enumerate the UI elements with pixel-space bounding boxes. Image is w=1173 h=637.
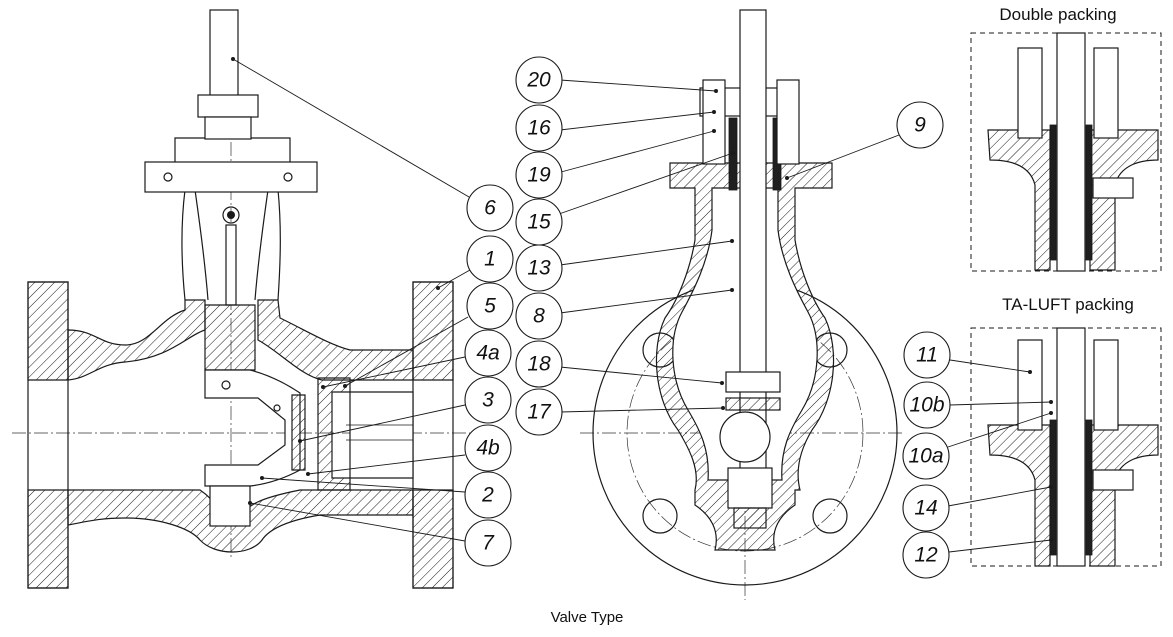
part-label-4a: 4a xyxy=(476,342,499,365)
part-label-10b: 10b xyxy=(909,394,944,417)
callout-4b: 4b xyxy=(464,424,512,472)
part-label-11: 11 xyxy=(916,344,938,367)
part-label-13: 13 xyxy=(527,257,551,280)
callout-15: 15 xyxy=(515,198,563,246)
callout-3: 3 xyxy=(464,376,512,424)
callout-14: 14 xyxy=(902,484,950,532)
part-label-12: 12 xyxy=(914,544,938,567)
leader-lines xyxy=(231,57,1053,553)
part-label-9: 9 xyxy=(914,114,926,137)
part-label-14: 14 xyxy=(914,497,937,520)
part-label-16: 16 xyxy=(527,117,551,140)
ta-luft-packing-detail xyxy=(970,327,1162,567)
ta-luft-packing-title: TA-LUFT packing xyxy=(1002,295,1134,314)
front-section-view xyxy=(580,9,905,600)
part-label-18: 18 xyxy=(527,353,551,376)
part-label-5: 5 xyxy=(484,295,496,318)
callout-13: 13 xyxy=(515,244,563,292)
callout-8: 8 xyxy=(515,292,563,340)
double-packing-title: Double packing xyxy=(999,5,1116,24)
callout-19: 19 xyxy=(515,151,563,199)
callout-4a: 4a xyxy=(464,329,512,377)
callout-7: 7 xyxy=(464,519,512,567)
callout-20: 20 xyxy=(515,56,563,104)
side-section-view xyxy=(12,9,470,589)
callout-10b: 10b xyxy=(903,381,951,429)
callout-9: 9 xyxy=(896,101,944,149)
callout-11: 11 xyxy=(903,331,951,379)
part-label-4b: 4b xyxy=(476,437,500,460)
figure-caption: Valve Type xyxy=(551,609,624,626)
callout-2: 2 xyxy=(464,471,512,519)
part-label-3: 3 xyxy=(482,389,494,412)
part-label-20: 20 xyxy=(526,69,551,92)
double-packing-detail xyxy=(970,32,1162,272)
part-label-2: 2 xyxy=(481,484,494,507)
callout-12: 12 xyxy=(902,531,950,579)
callout-16: 16 xyxy=(515,104,563,152)
part-label-17: 17 xyxy=(527,401,552,424)
part-label-15: 15 xyxy=(527,211,551,234)
part-label-10a: 10a xyxy=(908,445,943,468)
callout-18: 18 xyxy=(515,340,563,388)
callout-10a: 10a xyxy=(902,432,950,480)
part-label-6: 6 xyxy=(484,197,496,220)
part-label-7: 7 xyxy=(482,532,495,555)
part-label-8: 8 xyxy=(533,305,545,328)
callout-1: 1 xyxy=(466,235,514,283)
callout-6: 6 xyxy=(466,184,514,232)
callout-17: 17 xyxy=(515,388,563,436)
part-label-1: 1 xyxy=(484,248,496,271)
part-label-19: 19 xyxy=(527,164,551,187)
callout-5: 5 xyxy=(466,282,514,330)
